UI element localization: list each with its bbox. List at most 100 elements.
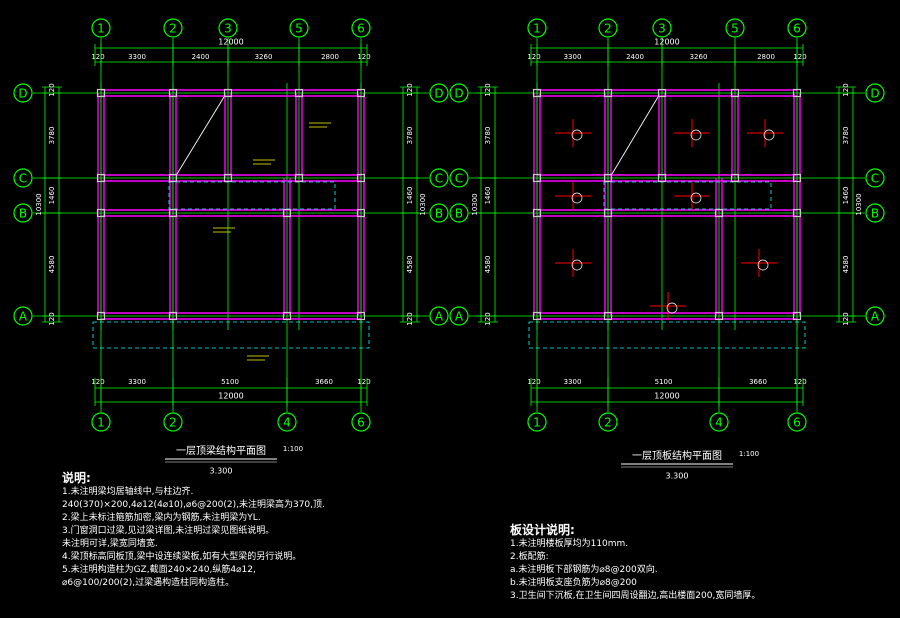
axis-row-right-bubble: [865, 168, 885, 188]
notes-left-line: 2.梁上未标注箍筋加密,梁内为钢筋,未注明梁为YL.: [62, 513, 261, 523]
column: [356, 208, 366, 218]
dimension-side-segment: 4580: [484, 256, 492, 274]
notes-left-line: 240(370)×200,4⌀12(4⌀10),⌀6@200(2),未注明梁高为…: [62, 500, 325, 510]
column: [532, 173, 542, 183]
axis-top-label: 6: [357, 22, 365, 36]
column: [96, 311, 106, 321]
axis-row-right-bubble: [429, 203, 449, 223]
dimension-bottom-segment: 120: [91, 378, 104, 386]
dimension-total-bottom: 12000: [218, 392, 243, 401]
column: [714, 311, 724, 321]
column: [96, 173, 106, 183]
column: [730, 88, 740, 98]
balcony-outline: [528, 321, 806, 349]
balcony-outline: [92, 321, 370, 349]
dimension-top-segment: 120: [527, 53, 540, 61]
axis-row-right-bubble: [429, 83, 449, 103]
opening-outline: [168, 181, 336, 210]
column: [714, 208, 724, 218]
axis-top-bubble: [351, 18, 371, 38]
axis-bottom-bubble: [277, 412, 297, 432]
column: [792, 88, 802, 98]
column: [356, 173, 366, 183]
dimension-total-side: 10300: [35, 193, 43, 215]
dimension-side-segment: 120: [406, 312, 414, 325]
axis-row-right-label: D: [870, 87, 879, 101]
dimension-bottom-segment: 5100: [655, 378, 673, 386]
dimension-bottom-segment: 120: [793, 378, 806, 386]
dimension-side-segment: 4580: [842, 256, 850, 274]
dimension-bottom-segment: 5100: [221, 378, 239, 386]
dimension-total-top: 12000: [218, 38, 243, 47]
axis-row-right-label: D: [434, 87, 443, 101]
axis-top-bubble: [787, 18, 807, 38]
slab-mark-circle: [690, 129, 702, 141]
notes-left: 说明: 1.未注明梁均居轴线中,与柱边齐. 240(370)×200,4⌀12(…: [62, 470, 325, 590]
axis-top-label: 2: [169, 22, 177, 36]
dimension-total-side: 10300: [419, 193, 427, 215]
axis-bottom-bubble: [527, 412, 547, 432]
dimension-total-side: 10300: [855, 193, 863, 215]
notes-right: 板设计说明: 1.未注明楼板厚均为110mm. 2.板配筋: a.未注明板下部钢…: [510, 522, 760, 603]
slab-mark-circle: [763, 129, 775, 141]
notes-left-line: 4.梁顶标高同板顶,梁中设连续梁板,如有大型梁的另行说明。: [62, 552, 302, 562]
axis-top-label: 1: [533, 22, 541, 36]
plan-elevation: 3.300: [210, 467, 233, 476]
axis-top-bubble: [652, 18, 672, 38]
axis-row-left-bubble: [13, 203, 33, 223]
dimension-side-segment: 3780: [48, 127, 56, 145]
axis-row-left-label: D: [454, 87, 463, 101]
axis-top-bubble: [218, 18, 238, 38]
column: [532, 208, 542, 218]
axis-bottom-bubble: [91, 412, 111, 432]
notes-right-line: a.未注明板下部钢筋为⌀8@200双向.: [510, 565, 658, 575]
column: [532, 311, 542, 321]
axis-row-right-label: A: [435, 310, 444, 324]
axis-top-bubble: [527, 18, 547, 38]
dimension-side-segment: 3780: [842, 127, 850, 145]
slab-mark-circle: [690, 192, 702, 204]
axis-top-label: 2: [604, 22, 612, 36]
axis-bottom-label: 2: [604, 416, 612, 430]
plan-elevation: 3.300: [666, 472, 689, 481]
column: [282, 208, 292, 218]
dimension-side-segment: 120: [406, 83, 414, 96]
plan-scale: 1:100: [739, 450, 759, 458]
column: [96, 88, 106, 98]
axis-row-left-bubble: [449, 168, 469, 188]
dimension-top-segment: 2400: [626, 53, 644, 61]
axis-row-left-label: B: [19, 207, 27, 221]
dimension-top-segment: 120: [793, 53, 806, 61]
axis-bottom-bubble: [787, 412, 807, 432]
notes-left-line: ⌀6@100/200(2),过梁遇构造柱同构造柱。: [62, 578, 235, 588]
column: [168, 88, 178, 98]
opening-outline: [603, 181, 772, 210]
axis-row-left-label: C: [19, 172, 27, 186]
column: [657, 173, 667, 183]
axis-top-bubble: [725, 18, 745, 38]
axis-row-right-label: B: [435, 207, 443, 221]
notes-left-line: 3.门窗洞口过梁,见过梁详图,未注明过梁见图纸说明。: [62, 526, 275, 536]
axis-top-label: 1: [97, 22, 105, 36]
axis-row-left-bubble: [449, 83, 469, 103]
notes-right-line: 1.未注明楼板厚均为110mm.: [510, 539, 629, 549]
dimension-side-segment: 3780: [406, 127, 414, 145]
dimension-top-segment: 3260: [690, 53, 708, 61]
axis-row-right-bubble: [429, 306, 449, 326]
column: [603, 311, 613, 321]
column: [356, 311, 366, 321]
dimension-bottom-segment: 120: [527, 378, 540, 386]
dimension-side-segment: 1460: [406, 187, 414, 205]
axis-bottom-label: 1: [533, 416, 541, 430]
axis-bottom-label: 2: [169, 416, 177, 430]
axis-bottom-bubble: [598, 412, 618, 432]
column: [223, 88, 233, 98]
slab-mark-circle: [666, 302, 678, 314]
dimension-top-segment: 3260: [255, 53, 273, 61]
column: [792, 311, 802, 321]
column: [792, 208, 802, 218]
axis-row-right-bubble: [865, 306, 885, 326]
dimension-side-segment: 120: [484, 83, 492, 96]
